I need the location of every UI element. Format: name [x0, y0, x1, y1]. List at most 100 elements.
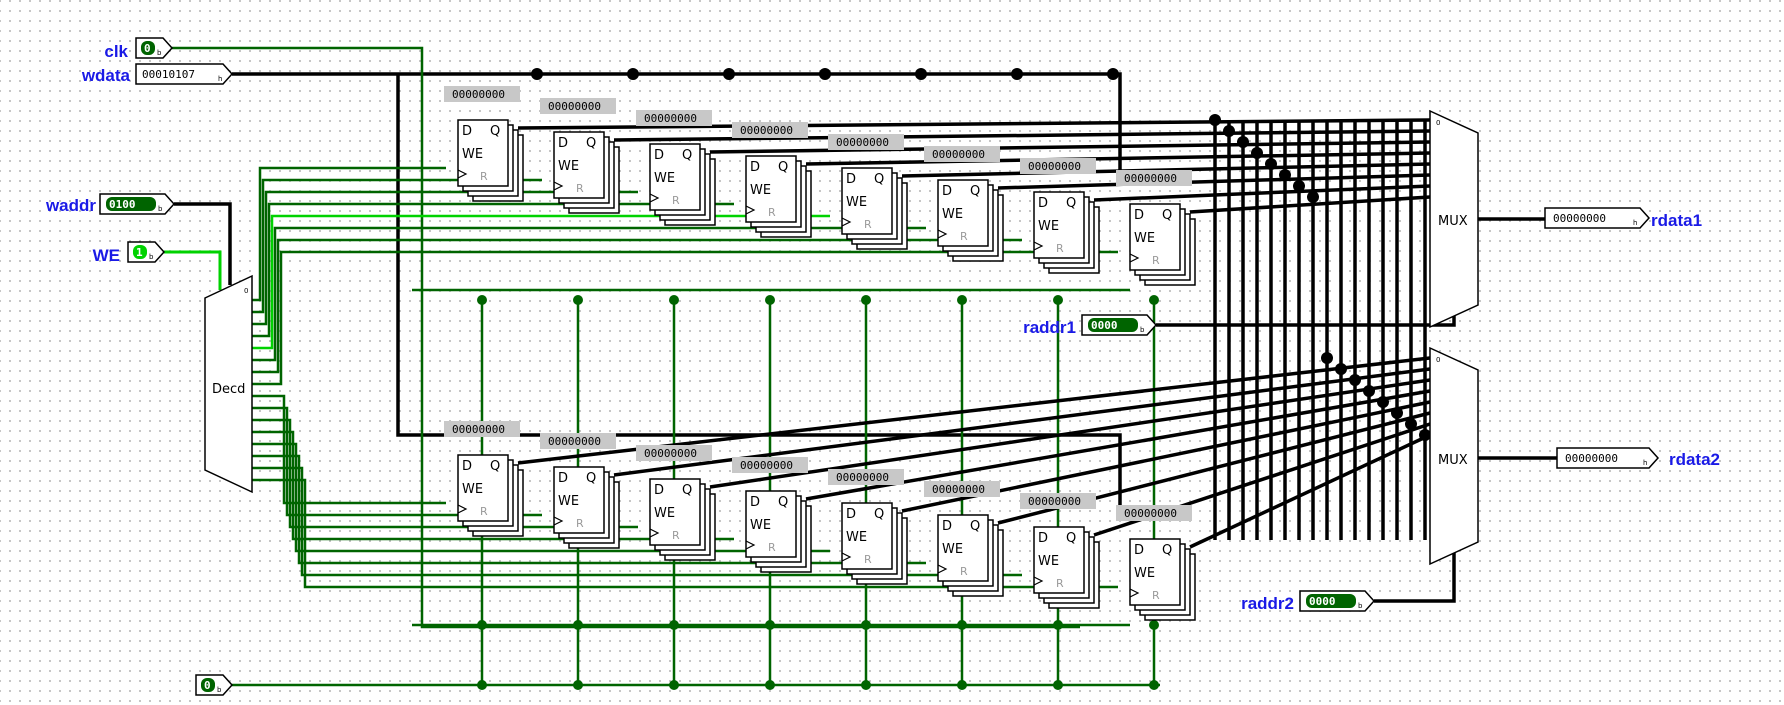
clock-triangle-icon [1033, 241, 1044, 251]
ff-d-label: D [1134, 543, 1144, 558]
svg-text:1: 1 [136, 246, 143, 259]
ff-r-label: R [480, 505, 488, 518]
flip-flop-outline [937, 514, 989, 582]
decoder-output-wire [252, 478, 1118, 589]
ff-r-label: R [768, 206, 776, 219]
ff-we-label: WE [942, 207, 963, 222]
register-value: 00000000 [1028, 495, 1081, 508]
decoder-select-label: 0 [244, 287, 248, 295]
ff-d-label: D [750, 160, 760, 175]
flip-flop-outline [649, 143, 701, 211]
decoder-output-wire [252, 454, 926, 565]
ff-q-label: Q [682, 148, 692, 163]
ff-q-label: Q [1066, 531, 1076, 546]
wdata-junction [915, 68, 927, 80]
flip-flop-outline [745, 155, 797, 223]
ff-r-label: R [864, 218, 872, 231]
register-value-tag [1020, 493, 1096, 509]
decoder-output-wire [252, 250, 1118, 386]
ff-d-label: D [558, 136, 568, 151]
ff-q-label: Q [778, 495, 788, 510]
wdata-junction [1107, 68, 1119, 80]
flip-flop-outline [457, 119, 509, 187]
register-value-tag [1116, 170, 1192, 186]
ff-r-label: R [864, 553, 872, 566]
rail-junction [765, 295, 775, 305]
svg-text:b: b [1140, 326, 1145, 334]
wdata-label: wdata [81, 66, 131, 85]
decoder-output-wire [252, 430, 734, 541]
clock-triangle-icon [553, 181, 564, 191]
clock-triangle-icon [1129, 588, 1140, 598]
waddr-input-pin[interactable]: 0100 b [99, 193, 176, 215]
mux-junction [1237, 136, 1249, 148]
ff-q-label: Q [970, 184, 980, 199]
ff-d-label: D [558, 471, 568, 486]
register-value: 00000000 [548, 435, 601, 448]
mux2-select-label: 0 [1436, 356, 1440, 364]
ff-r-label: R [576, 182, 584, 195]
clock-triangle-icon [841, 552, 852, 562]
mux-junction [1391, 407, 1403, 419]
rail-junction [957, 620, 967, 630]
decoder-output-wire [252, 166, 446, 302]
flip-flop-outline [1129, 203, 1181, 271]
register-value: 00000000 [932, 148, 985, 161]
ff-we-label: WE [654, 171, 675, 186]
decoder[interactable]: Decd 0 [204, 274, 253, 494]
svg-text:h: h [1643, 459, 1647, 467]
svg-text:b: b [1358, 602, 1363, 610]
svg-text:0: 0 [204, 679, 211, 692]
rail-junction [1053, 295, 1063, 305]
svg-text:0: 0 [144, 42, 151, 55]
mux-junction [1419, 429, 1431, 441]
svg-text:b: b [157, 49, 162, 57]
register-value-tag [924, 481, 1000, 497]
mux-rdata1[interactable]: MUX 0 [1429, 109, 1479, 329]
flip-flop-outline [649, 478, 701, 546]
mux-rdata2[interactable]: MUX 0 [1429, 346, 1479, 566]
rdata2-output-pin: 00000000 h [1556, 447, 1660, 469]
clk-input-pin[interactable]: 0 b [135, 37, 174, 59]
rail-junction [477, 620, 487, 630]
flip-flop-outline [457, 454, 509, 522]
wdata-input-pin[interactable]: 00010107 h [135, 63, 234, 85]
rail-junction [861, 620, 871, 630]
ff-r-label: R [576, 517, 584, 530]
raddr1-input-pin[interactable]: 0000 b [1081, 314, 1158, 336]
svg-text:b: b [158, 205, 163, 213]
ff-we-label: WE [462, 147, 483, 162]
register-value: 00000000 [1124, 507, 1177, 520]
mux-junction [1251, 147, 1263, 159]
mux-junction [1293, 180, 1305, 192]
rail-junction [669, 295, 679, 305]
rail-junction [1149, 620, 1159, 630]
reset-input-pin[interactable]: 0 b [195, 674, 234, 696]
svg-text:b: b [217, 686, 222, 694]
decoder-output-wire [252, 238, 1022, 374]
raddr2-input-pin[interactable]: 0000 b [1299, 590, 1376, 612]
raddr1-label: raddr1 [1023, 318, 1076, 337]
ff-r-label: R [480, 170, 488, 183]
ff-q-label: Q [778, 160, 788, 175]
ff-q-label: Q [970, 519, 980, 534]
we-input-pin[interactable]: 1 b [127, 241, 166, 263]
flip-flop-outline [1033, 526, 1085, 594]
register-value: 00000000 [740, 459, 793, 472]
decoder-output-wire [252, 214, 830, 350]
ff-d-label: D [462, 459, 472, 474]
reg-out-bus [805, 151, 1431, 166]
clock-triangle-icon [1033, 576, 1044, 586]
rail-junction [1053, 620, 1063, 630]
decoder-output-wire [252, 442, 830, 553]
ff-we-label: WE [750, 183, 771, 198]
